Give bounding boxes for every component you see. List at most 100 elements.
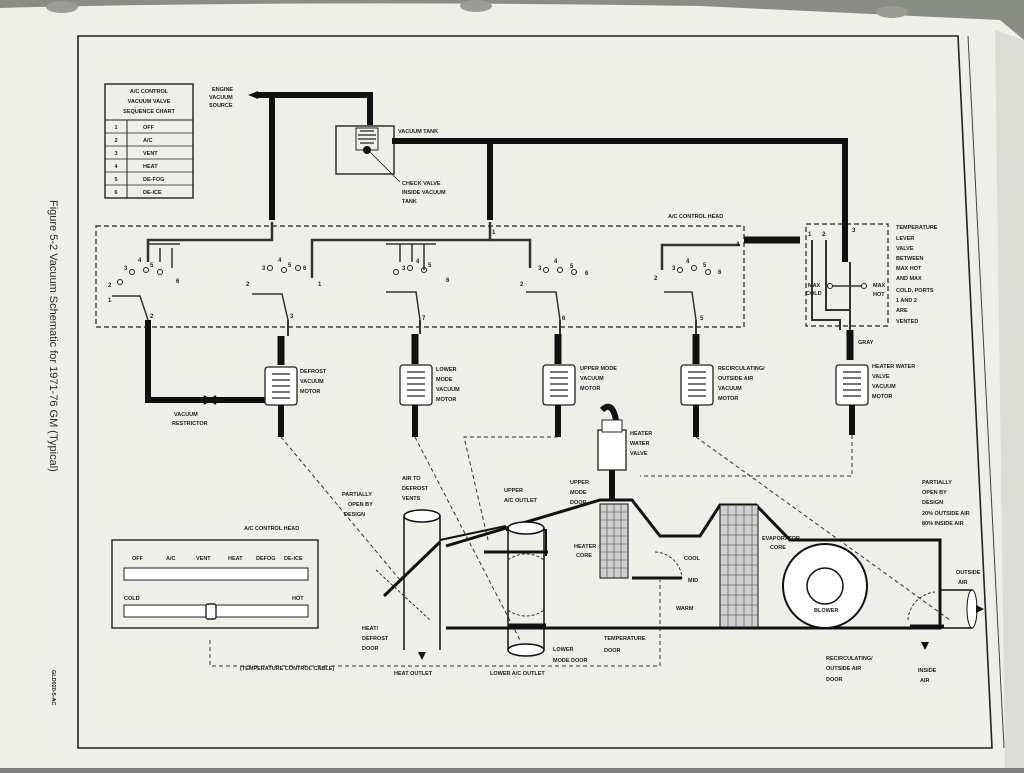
port-number: 4 <box>278 258 282 264</box>
recirc-door-label: DOOR <box>826 677 843 683</box>
partially-open-right-label: 80% INSIDE AIR <box>922 521 964 527</box>
mode-label: A/C <box>166 556 176 562</box>
temperature-lever-valve: 1 2 3 MAX COLD MAX HOT TEMPERATURE LEVER… <box>805 218 938 346</box>
chart-title-line: SEQUENCE CHART <box>123 109 175 115</box>
upper-mode-motor <box>542 364 576 406</box>
inside-air-label: AIR <box>920 678 930 684</box>
ac-control-head-valves: A/C CONTROL HEAD 3 4 5 6 2 1 3 4 5 6 2 3… <box>95 214 800 328</box>
port-number: 1 <box>492 230 496 236</box>
partially-open-right-label: OPEN BY <box>922 490 947 496</box>
heater-water-valve-motor <box>835 364 869 406</box>
check-valve-label: CHECK VALVE <box>402 181 441 187</box>
heater-core-label: CORE <box>576 553 592 559</box>
port-number: 3 <box>402 266 406 272</box>
upper-ac-outlet-label: UPPER <box>504 488 523 494</box>
mode-label: DE-ICE <box>284 556 303 562</box>
defrost-motor-label: DEFROST <box>300 369 327 375</box>
hwv-motor-label: VALVE <box>872 374 890 380</box>
vacuum-tank-label: VACUUM TANK <box>398 129 438 135</box>
chart-row-num: 1 <box>114 125 117 131</box>
recirc-motor-label: OUTSIDE AIR <box>718 376 753 382</box>
temp-lever-knob <box>205 603 217 620</box>
heater-water-valve-label: WATER <box>630 441 649 447</box>
recirc-motor <box>680 364 714 406</box>
hvac-case: HEATER CORE EVAPORATOR CORE BLOWER COOL … <box>342 476 984 684</box>
temp-lever-label: TEMPERATURE <box>896 225 938 231</box>
port-number: 7 <box>422 316 426 322</box>
port-number: 5 <box>288 263 292 269</box>
port-number: 5 <box>700 316 704 322</box>
mode-label: HEAT <box>228 556 243 562</box>
upper-mode-door-label: MODE <box>570 490 587 496</box>
port-number: 2 <box>246 282 250 288</box>
chart-row-label: DE-FOG <box>143 177 164 183</box>
temp-lever-label: AND MAX <box>896 276 922 282</box>
chart-row-label: HEAT <box>143 164 158 170</box>
chart-row-num: 2 <box>114 138 117 144</box>
mode-label: DEFOG <box>256 556 276 562</box>
heater-core-label: HEATER <box>574 544 596 550</box>
outside-air-label: AIR <box>958 580 968 586</box>
binder-hole <box>46 1 78 13</box>
partially-open-right-label: PARTIALLY <box>922 480 952 486</box>
port-number: 1 <box>808 232 812 238</box>
heat-defrost-door-label: DEFROST <box>362 636 389 642</box>
max-hot-label: MAX <box>873 283 886 289</box>
recirc-motor-label: RECIRCULATING/ <box>718 366 765 372</box>
vacuum-tank <box>335 125 395 175</box>
control-head-panel: A/C CONTROL HEAD OFF A/C VENT HEAT DEFOG… <box>111 526 334 672</box>
arrow-icon <box>248 91 258 99</box>
air-to-defrost-label: DEFROST <box>402 486 429 492</box>
port-number: 3 <box>262 266 266 272</box>
vacuum-restrictor-label: RESTRICTOR <box>172 421 208 427</box>
heater-water-valve: HEATER WATER VALVE <box>597 403 652 500</box>
defrost-motor-label: VACUUM <box>300 379 324 385</box>
heat-defrost-door-label: HEAT/ <box>362 626 379 632</box>
mode-label: OFF <box>132 556 144 562</box>
outside-air-label: OUTSIDE <box>956 570 981 576</box>
partially-open-label: OPEN BY <box>348 502 373 508</box>
port-number: 3 <box>290 314 294 320</box>
heater-water-valve-label: VALVE <box>630 451 648 457</box>
port-number: 6 <box>562 316 566 322</box>
mode-label: VENT <box>196 556 211 562</box>
vacuum-restrictor-label: VACUUM <box>174 412 198 418</box>
chart-row-num: 6 <box>114 190 117 196</box>
heat-defrost-door-label: DOOR <box>362 646 379 652</box>
temp-lever-label: COLD, PORTS <box>896 288 934 294</box>
port-number: 4 <box>554 259 558 265</box>
port-number: 6 <box>176 279 180 285</box>
partially-open-right-label: DESIGN <box>922 500 943 506</box>
recirc-door-label: OUTSIDE AIR <box>826 666 861 672</box>
vacuum-motors: VACUUM RESTRICTOR DEFROST VACUUM MOTOR L… <box>145 320 915 437</box>
max-cold-label: MAX <box>808 283 821 289</box>
port-number: 2 <box>520 282 524 288</box>
port-number: 6 <box>718 270 722 276</box>
port-number: 2 <box>822 232 826 238</box>
lower-mode-motor-label: MOTOR <box>436 397 456 403</box>
sequence-chart: A/C CONTROL VACUUM VALVE SEQUENCE CHART … <box>104 83 194 199</box>
chart-row-label: A/C <box>143 138 153 144</box>
temp-lever-label: VENTED <box>896 319 918 325</box>
hwv-motor-label: VACUUM <box>872 384 896 390</box>
air-to-defrost-label: AIR TO <box>402 476 421 482</box>
upper-mode-motor-label: VACUUM <box>580 376 604 382</box>
warm-label: WARM <box>676 606 694 612</box>
chart-row-label: OFF <box>143 125 155 131</box>
lower-mode-motor <box>399 364 433 406</box>
cool-label: COOL <box>684 556 701 562</box>
binder-hole <box>460 0 492 12</box>
upper-mode-motor-label: UPPER MODE <box>580 366 617 372</box>
figure-caption: Figure 5-2 Vacuum Schematic for 1971-76 … <box>47 200 59 472</box>
ac-control-head-label: A/C CONTROL HEAD <box>668 214 723 220</box>
gray-label: GRAY <box>858 340 874 346</box>
upper-ac-outlet-label: A/C OUTLET <box>504 498 538 504</box>
lower-mode-motor-label: MODE <box>436 377 453 383</box>
port-number: 2 <box>108 283 112 289</box>
chart-title-line: VACUUM VALVE <box>128 99 171 105</box>
figure-border <box>77 35 993 749</box>
evaporator-label: CORE <box>770 545 786 551</box>
lower-mode-door-label: MODE DOOR <box>553 658 588 664</box>
heat-outlet-label: HEAT OUTLET <box>394 671 433 677</box>
blower-label: BLOWER <box>814 608 838 614</box>
